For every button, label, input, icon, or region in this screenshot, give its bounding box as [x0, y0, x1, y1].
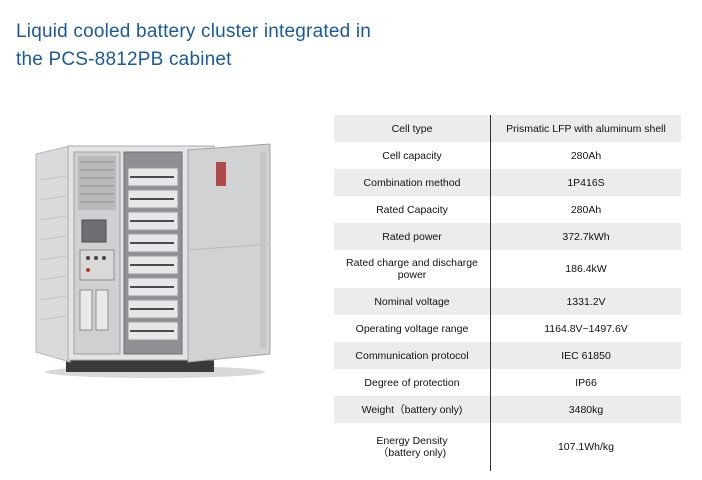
spec-label: Rated power — [334, 223, 491, 250]
spec-value: 3480kg — [490, 396, 681, 423]
spec-label: Energy Density（battery only) — [376, 435, 448, 459]
spec-row: Degree of protection IP66 — [334, 369, 681, 396]
spec-value: 1331.2V — [490, 288, 681, 315]
spec-label: Nominal voltage — [334, 288, 491, 315]
spec-row: Operating voltage range 1164.8V~1497.6V — [334, 315, 681, 342]
spec-label: Rated charge and discharge power — [346, 257, 478, 281]
spec-value: 107.1Wh/kg — [490, 423, 681, 471]
spec-row: Rated charge and discharge power 186.4kW — [334, 250, 681, 288]
spec-value: IEC 61850 — [490, 342, 681, 369]
spec-value: Prismatic LFP with aluminum shell — [490, 115, 681, 142]
spec-value: 1164.8V~1497.6V — [490, 315, 681, 342]
cabinet-illustration — [35, 143, 271, 378]
spec-label: Cell capacity — [382, 149, 442, 162]
spec-value: 186.4kW — [490, 250, 681, 288]
spec-label: Operating voltage range — [355, 322, 469, 335]
spec-row: Cell capacity 280Ah — [334, 142, 681, 169]
spec-label: Cell type — [334, 115, 491, 142]
spec-value: 372.7kWh — [490, 223, 681, 250]
spec-label: Combination method — [334, 169, 491, 196]
spec-row: Weight（battery only)3480kg — [334, 396, 681, 423]
spec-row: Energy Density（battery only) 107.1Wh/kg — [334, 423, 681, 471]
spec-value: 1P416S — [490, 169, 681, 196]
title-line-2: the PCS-8812PB cabinet — [16, 49, 232, 70]
title-line-1: Liquid cooled battery cluster integrated… — [16, 21, 372, 42]
spec-label: Weight（battery only) — [334, 396, 491, 423]
spec-value: 280Ah — [490, 196, 681, 223]
spec-label: Rated Capacity — [376, 203, 448, 216]
spec-label: Degree of protection — [364, 376, 460, 389]
spec-value: 280Ah — [490, 142, 681, 169]
spec-value: IP66 — [490, 369, 681, 396]
page-title: Liquid cooled battery cluster integrated… — [16, 18, 436, 74]
spec-row: Rated Capacity 280Ah — [334, 196, 681, 223]
spec-label: Communication protocol — [334, 342, 491, 369]
